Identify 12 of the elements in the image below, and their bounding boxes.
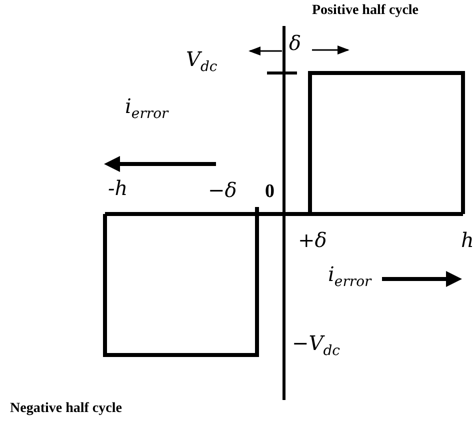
axis-label: −V$_{dc}$	[292, 333, 340, 358]
axis-label: +δ	[298, 230, 327, 250]
axis-label: V$_{dc}$	[186, 49, 218, 74]
caption-text: Positive half cycle	[312, 4, 419, 18]
caption-text: Negative half cycle	[10, 402, 122, 416]
axis-label: δ	[289, 33, 302, 53]
axis-label: -h	[108, 178, 128, 198]
axis-label: 0	[265, 182, 274, 201]
axis-label: h	[461, 230, 474, 250]
axis-label: i$_{error}$	[125, 96, 168, 121]
axis-label: −δ	[208, 180, 237, 200]
axis-label: i$_{error}$	[328, 264, 372, 289]
